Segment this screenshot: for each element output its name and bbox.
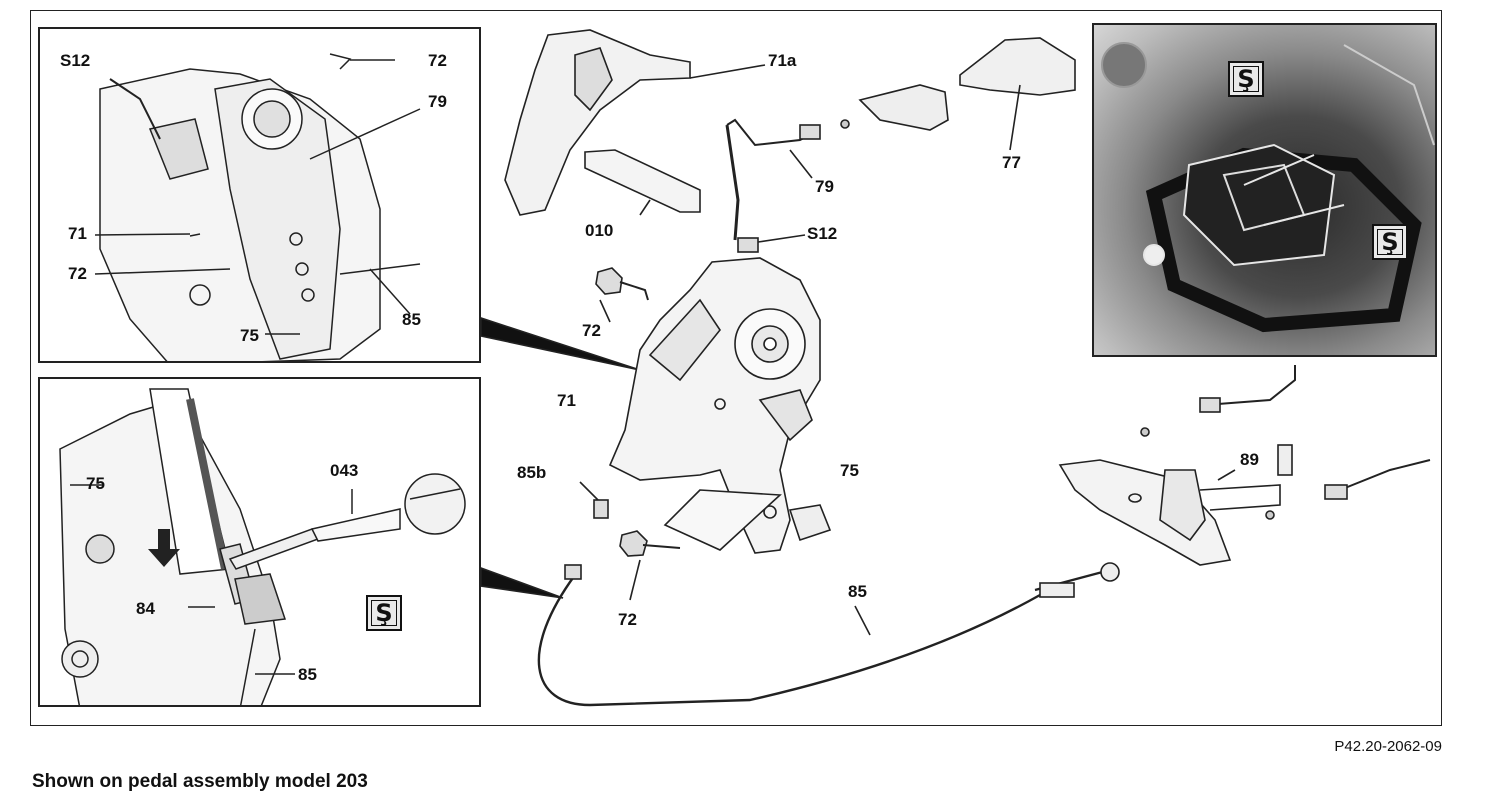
inset-pointer-bottom: [480, 566, 564, 599]
label-85: 85: [402, 310, 421, 329]
label-s12: S12: [60, 51, 91, 70]
label-79: 79: [815, 177, 834, 196]
label-72-upper: 72: [428, 51, 447, 70]
label-010: 010: [585, 221, 614, 240]
figure-caption: Shown on pedal assembly model 203: [32, 771, 368, 792]
label-71a: 71a: [768, 51, 797, 70]
special-tool-icon: Ş: [366, 595, 402, 631]
label-85: 85: [848, 582, 867, 601]
arrow-down-icon: [148, 529, 180, 567]
label-72-lower: 72: [618, 610, 637, 629]
inset-bottom-left: 75 043 84 85 Ş: [38, 377, 481, 707]
label-72-lower: 72: [68, 264, 87, 283]
label-85b: 85b: [517, 463, 547, 482]
label-79: 79: [428, 92, 447, 111]
label-84: 84: [136, 599, 155, 618]
label-77: 77: [1002, 153, 1021, 172]
inset-pointer-top: [480, 316, 641, 371]
label-71: 71: [557, 391, 576, 410]
inset-top-left: S12 72 79 71 72 85 75: [38, 27, 481, 363]
photo-inset: Ş Ş: [1092, 23, 1437, 357]
label-75: 75: [86, 474, 105, 493]
label-75: 75: [240, 326, 259, 345]
label-85: 85: [298, 665, 317, 684]
special-tool-icon-top: Ş: [1228, 61, 1264, 97]
label-s12: S12: [807, 224, 838, 243]
label-72-upper: 72: [582, 321, 601, 340]
label-89: 89: [1240, 450, 1259, 469]
label-71: 71: [68, 224, 87, 243]
inset-top-left-drawing: [94, 53, 421, 361]
special-tool-icon-right: Ş: [1372, 224, 1408, 260]
diagram-frame: [30, 10, 1442, 726]
inset-bottom-left-drawing: [59, 388, 466, 705]
label-75: 75: [840, 461, 859, 480]
label-043: 043: [330, 461, 359, 480]
figure-code: P42.20-2062-09: [1334, 738, 1442, 755]
photo-inset-detail: [1101, 42, 1435, 333]
